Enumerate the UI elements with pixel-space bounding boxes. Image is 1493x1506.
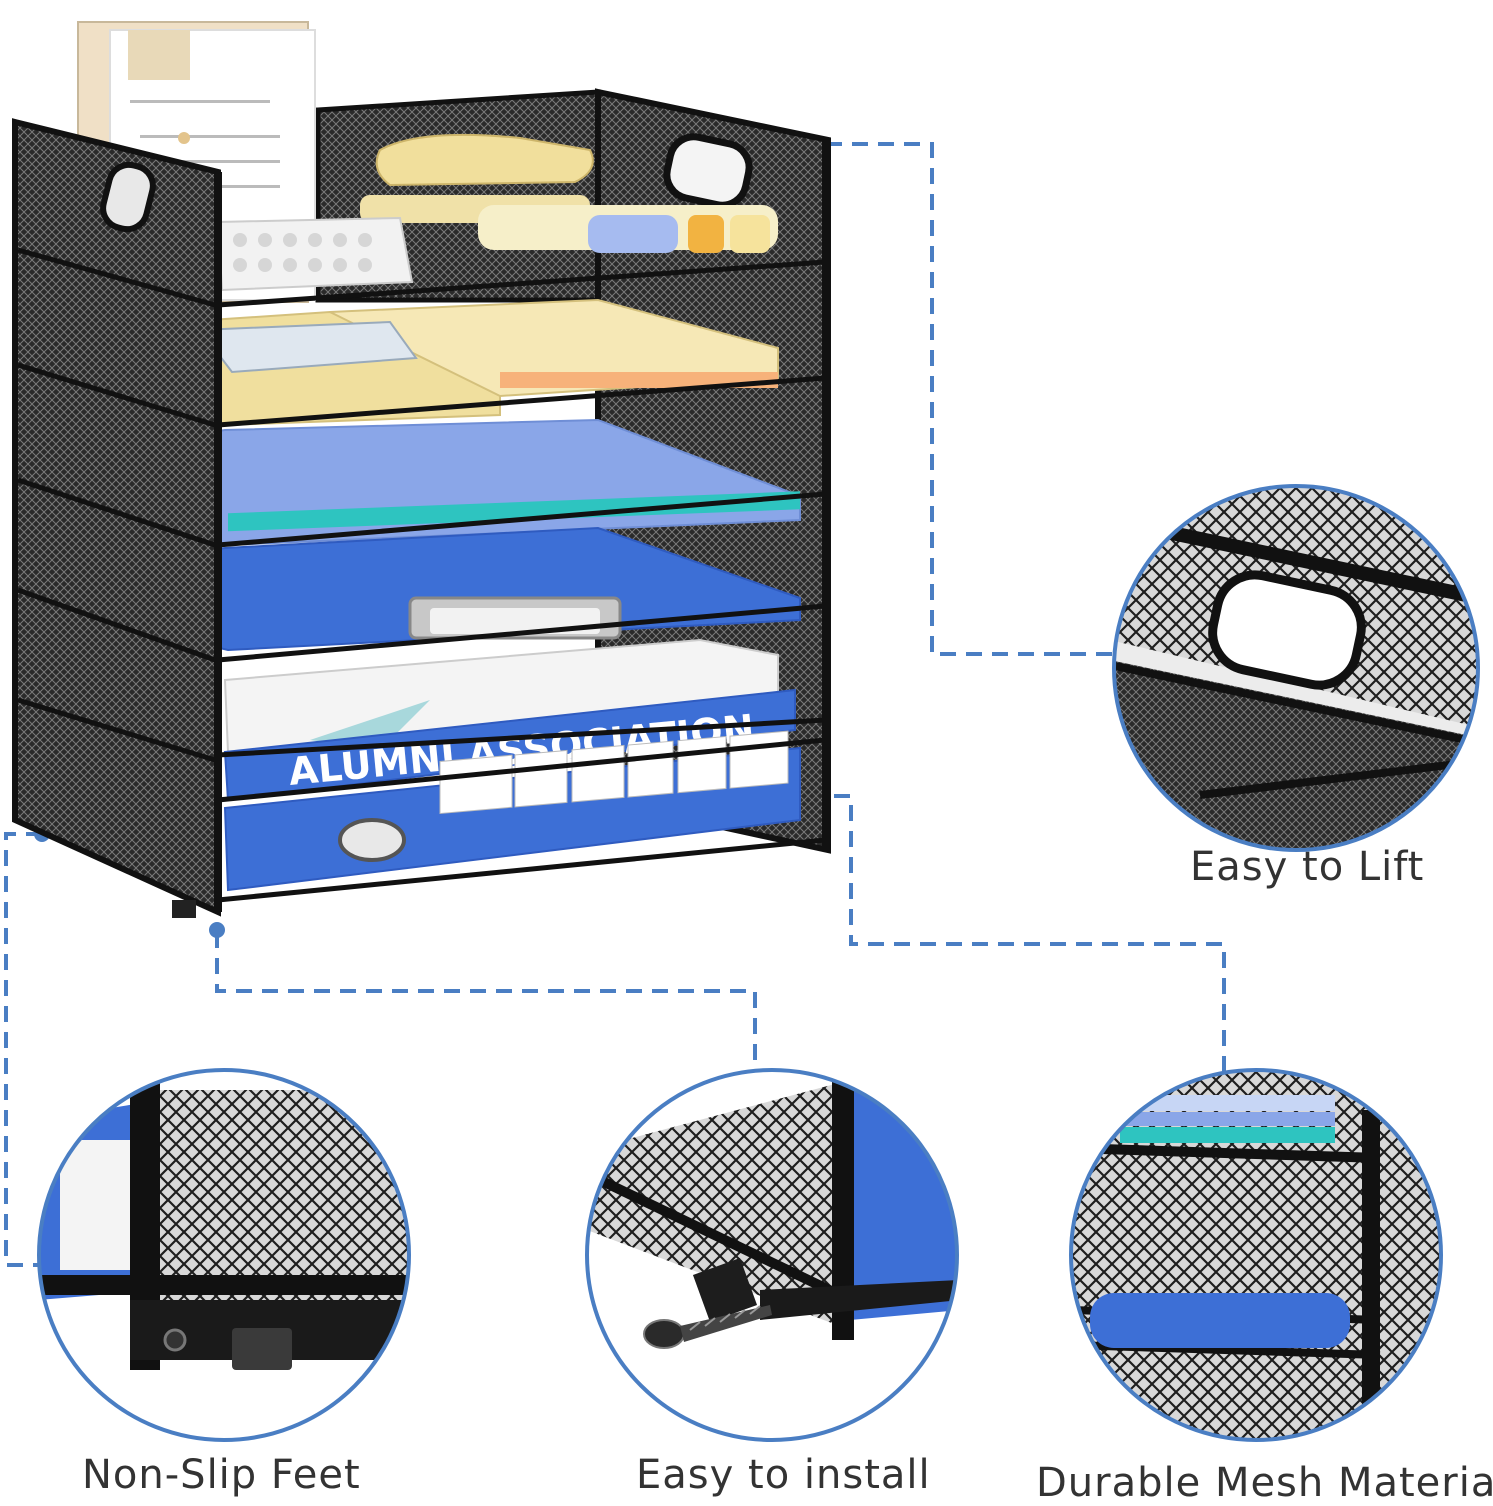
zoom-circle-install <box>585 1068 959 1442</box>
rubber-foot <box>232 1328 292 1370</box>
calculator <box>216 216 414 292</box>
foot-bracket <box>692 1257 758 1323</box>
mesh-blue-folder <box>1090 1293 1350 1348</box>
foot-left <box>172 900 196 918</box>
connector-install <box>215 932 757 1070</box>
caption-easy-to-install: Easy to install <box>636 1452 931 1498</box>
binder <box>223 730 801 892</box>
caption-durable-mesh-material: Durable Mesh Material <box>1036 1460 1493 1506</box>
left-handle <box>100 161 156 233</box>
handle-detail <box>1208 570 1366 690</box>
side-handle <box>663 133 753 209</box>
shelf-edges <box>217 259 826 903</box>
left-side-panel <box>12 118 221 917</box>
desk-organizer: ALUMNI ASSOCIATION <box>12 21 831 918</box>
connector-feet <box>4 832 42 1267</box>
caption-non-slip-feet: Non-Slip Feet <box>82 1452 361 1498</box>
alumni-book: ALUMNI ASSOCIATION <box>223 638 796 802</box>
zoom-circle-feet <box>37 1068 411 1442</box>
screw <box>643 1305 772 1349</box>
connector-mesh <box>808 794 1226 1076</box>
caption-easy-to-lift: Easy to Lift <box>1190 844 1425 890</box>
highlighters <box>478 205 778 253</box>
zoom-circle-lift <box>1112 484 1480 852</box>
zoom-circle-mesh <box>1069 1068 1443 1442</box>
left-panel-slots <box>17 247 216 763</box>
blue-clipboard-folder <box>59 526 801 652</box>
